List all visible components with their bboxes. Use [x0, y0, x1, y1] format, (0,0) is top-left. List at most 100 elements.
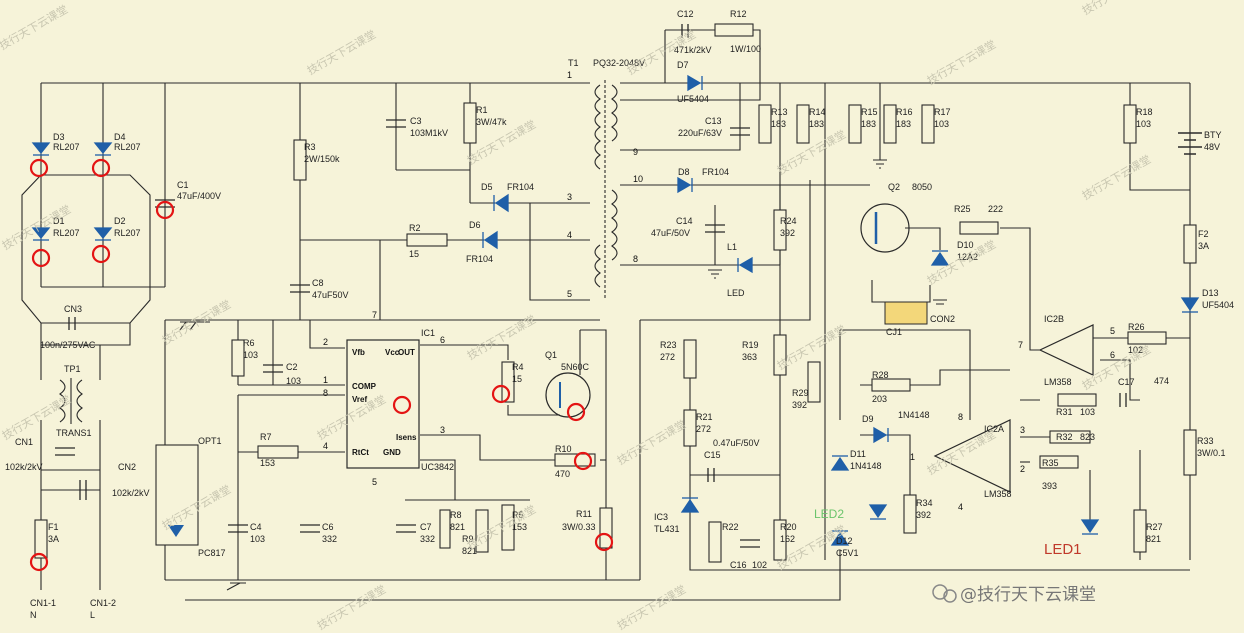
label-r17-val: 103: [934, 119, 949, 129]
label-r8-ref: R8: [450, 510, 462, 520]
label-c8-ref: C8: [312, 278, 324, 288]
highlight-d1: [31, 248, 51, 268]
resistor-r4: [501, 361, 515, 403]
highlight-r10: [573, 451, 593, 471]
label-d2-ref: D2: [114, 216, 126, 226]
resistor-r29: [807, 361, 821, 403]
highlight-d3: [29, 158, 49, 178]
label-r6-ref: R6: [243, 338, 255, 348]
label-cn2-val: 102k/2kV: [112, 488, 150, 498]
ic1-pin-6: 6: [440, 335, 445, 345]
label-r27-val: 821: [1146, 534, 1161, 544]
fuse-f2: [1183, 224, 1197, 264]
ic1-pin-1: 1: [323, 375, 328, 385]
label-t1-val: PQ32-2048V: [593, 58, 645, 68]
ic1-pin-vcc: Vcc: [385, 348, 400, 357]
choke-tp1: [59, 378, 83, 424]
label-r34-val: 392: [916, 510, 931, 520]
component-labels: D3 RL207 D4 RL207 D1 RL207 D2 RL207 C1 4…: [5, 9, 1234, 620]
resistor-r15: [848, 104, 862, 144]
t1-pin-8: 8: [633, 254, 638, 264]
label-d13-val: UF5404: [1202, 300, 1234, 310]
label-r21-ref: R21: [696, 412, 713, 422]
highlight-f1: [29, 552, 49, 572]
ic1-pin-gnd: GND: [383, 448, 401, 457]
resistor-r24: [773, 209, 787, 251]
resistor-r6: [231, 339, 245, 377]
label-d4-val: RL207: [114, 142, 141, 152]
watermark: 技行天下云课堂: [0, 3, 70, 53]
label-d12-ref: D12: [836, 536, 853, 546]
label-f1-ref: F1: [48, 522, 59, 532]
resistor-r22: [708, 521, 722, 563]
diode-d7-symbol: [687, 74, 702, 92]
ic2b-pin-7: 7: [1018, 340, 1023, 350]
label-r33-ref: R33: [1197, 436, 1214, 446]
diode-d4-symbol: [93, 142, 113, 155]
label-d1-ref: D1: [53, 216, 65, 226]
label-tp1-val: TRANS1: [56, 428, 92, 438]
resistor-r2: [406, 233, 448, 247]
label-r14-ref: R14: [809, 107, 826, 117]
label-r22-ref: R22: [722, 522, 739, 532]
opamp-ic2b: [1038, 324, 1094, 376]
ic1-pin-comp: COMP: [352, 382, 377, 391]
label-r4-ref: R4: [512, 362, 524, 372]
label-d13-ref: D13: [1202, 288, 1219, 298]
label-r9-ref: R9: [462, 534, 474, 544]
label-cn1-1-val: N: [30, 610, 37, 620]
label-ic3-ref: IC3: [654, 512, 668, 522]
label-r10-ref: R10: [555, 444, 572, 454]
cap-c4: [228, 524, 248, 533]
label-r24-ref: R24: [780, 216, 797, 226]
label-r28-ref: R28: [872, 370, 889, 380]
label-c16-val: 102: [752, 560, 767, 570]
t1-pin-5: 5: [567, 289, 572, 299]
resistor-r35: [1039, 455, 1079, 469]
label-c12-ref: C12: [677, 9, 694, 19]
label-q1-ref: Q1: [545, 350, 557, 360]
cap-c12: [681, 24, 689, 38]
label-r34-ref: R34: [916, 498, 933, 508]
resistors: [34, 23, 1197, 563]
label-r35-val: 393: [1042, 481, 1057, 491]
label-cn2-ref: CN2: [118, 462, 136, 472]
resistor-r14: [796, 104, 810, 144]
label-r25-ref: R25: [954, 204, 971, 214]
label-r9-val: 821: [462, 546, 477, 556]
ic1-pin-5: 5: [372, 477, 377, 487]
label-t1-ref: T1: [568, 58, 579, 68]
brand-text: @技行天下云课堂: [960, 585, 1096, 605]
brand-badge: @技行天下云课堂: [932, 584, 1096, 605]
resistor-r1: [463, 102, 477, 144]
ic1-pin-4: 4: [323, 441, 328, 451]
label-f2-ref: F2: [1198, 229, 1209, 239]
label-d5-ref: D5: [481, 182, 493, 192]
label-d1-val: RL207: [53, 228, 80, 238]
label-r32-ref: R32: [1056, 432, 1073, 442]
diode-d2-symbol: [93, 227, 113, 240]
resistor-r21: [683, 409, 697, 447]
transistor-q2: [860, 203, 910, 253]
label-r1-val: 3W/47k: [476, 117, 507, 127]
label-r11-val: 3W/0.33: [562, 522, 596, 532]
watermark: 技行天下云课堂: [1080, 153, 1153, 203]
label-r18-val: 103: [1136, 119, 1151, 129]
label-r19-ref: R19: [742, 340, 759, 350]
resistor-r33: [1183, 429, 1197, 476]
label-r25-val: 222: [988, 204, 1003, 214]
label-r17-ref: R17: [934, 107, 951, 117]
label-d6-val: FR104: [466, 254, 493, 264]
label-l1-val: LED: [727, 288, 745, 298]
pin-numbers: 1 9 3 4 5 10 8 7 2 1 8 4 6 3 5 5 6 7 3 2…: [323, 70, 1115, 512]
ic2a-pin-4: 4: [958, 502, 963, 512]
highlight-r4: [491, 384, 511, 404]
watermark: 技行天下云课堂: [615, 583, 688, 633]
label-c1-ref: C1: [177, 180, 189, 190]
resistor-r28: [871, 378, 911, 392]
label-cn3-val: 100n/275VAC: [40, 340, 96, 350]
diode-d3-symbol: [31, 142, 51, 155]
label-d9-val: 1N4148: [898, 410, 930, 420]
label-r33-val: 3W/0.1: [1197, 448, 1226, 458]
